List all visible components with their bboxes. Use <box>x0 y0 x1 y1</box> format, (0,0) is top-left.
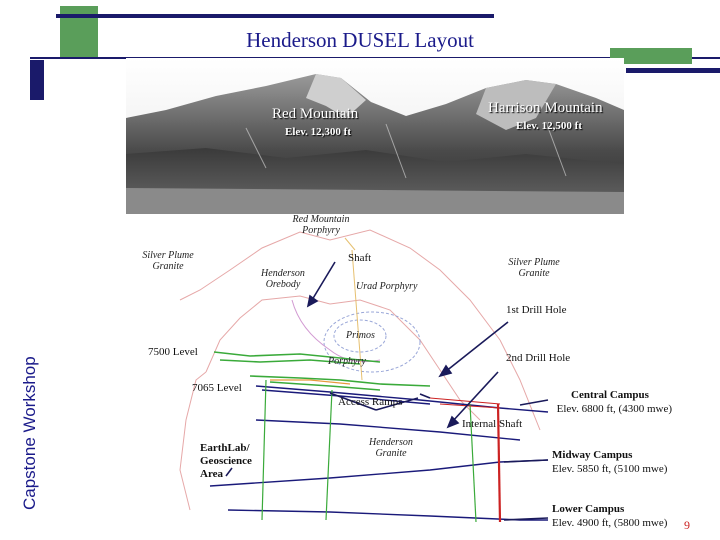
header-navy-bar <box>56 14 494 18</box>
label-line: EarthLab/ <box>200 442 250 454</box>
henderson-granite-label: Henderson Granite <box>354 437 428 459</box>
right-green-bar <box>610 48 692 64</box>
campus-name: Midway Campus <box>552 449 633 461</box>
label-line: Geoscience <box>200 455 252 467</box>
label-line: Silver Plume <box>142 250 194 261</box>
campus-elevation: Elev. 5850 ft, (5100 mwe) <box>552 463 668 475</box>
campus-elevation: Elev. 6800 ft, (4300 mwe) <box>556 403 672 415</box>
slide-title: Henderson DUSEL Layout <box>246 28 474 52</box>
urad-porphyry-label: Urad Porphyry <box>356 281 418 292</box>
access-ramps-label: Access Ramps <box>338 396 403 408</box>
silver-plume-right-label: Silver Plume Granite <box>496 257 572 279</box>
label-line: Porphyry <box>302 225 340 236</box>
page-number: 9 <box>684 518 690 532</box>
level-7065-label: 7065 Level <box>192 382 242 394</box>
internal-shaft-label: Internal Shaft <box>462 418 523 430</box>
label-line: Henderson <box>369 437 413 448</box>
red-mountain-elev: Elev. 12,300 ft <box>285 126 351 138</box>
lower-campus-label: Lower Campus Elev. 4900 ft, (5800 mwe) <box>552 502 667 530</box>
midway-campus-label: Midway Campus Elev. 5850 ft, (5100 mwe) <box>552 448 667 476</box>
label-line: Granite <box>518 268 550 279</box>
campus-name: Lower Campus <box>552 503 625 515</box>
level-7500-label: 7500 Level <box>148 346 198 358</box>
shaft-label: Shaft <box>348 252 372 264</box>
central-campus-label: Central Campus Elev. 6800 ft, (4300 mwe) <box>548 388 672 416</box>
label-line: Silver Plume <box>508 257 560 268</box>
silver-plume-left-label: Silver Plume Granite <box>128 250 208 272</box>
label-line: Granite <box>152 261 184 272</box>
label-line: Orebody <box>265 279 301 290</box>
mountain-photo <box>126 58 624 214</box>
right-navy-bar <box>626 68 720 73</box>
label-line: Area <box>200 468 224 480</box>
label-line: Henderson <box>261 268 305 279</box>
second-drill-hole-label: 2nd Drill Hole <box>506 352 571 364</box>
earthlab-label: EarthLab/ Geoscience Area <box>200 442 252 481</box>
red-mountain-porphyry-label: Red Mountain Porphyry <box>276 214 366 236</box>
label-line: Granite <box>375 448 407 459</box>
first-drill-hole-label: 1st Drill Hole <box>506 304 567 316</box>
harrison-mountain-label: Harrison Mountain <box>488 100 603 116</box>
red-mountain-label: Red Mountain <box>272 106 359 122</box>
campus-name: Central Campus <box>571 389 649 401</box>
primos-label: Primos <box>346 330 375 341</box>
henderson-orebody-label: Henderson Orebody <box>246 268 320 290</box>
porphyry-label: Porphyry <box>328 356 366 367</box>
harrison-mountain-elev: Elev. 12,500 ft <box>516 120 582 132</box>
label-line: Red Mountain <box>292 214 350 225</box>
left-navy-bar <box>30 60 44 100</box>
campus-elevation: Elev. 4900 ft, (5800 mwe) <box>552 517 668 529</box>
